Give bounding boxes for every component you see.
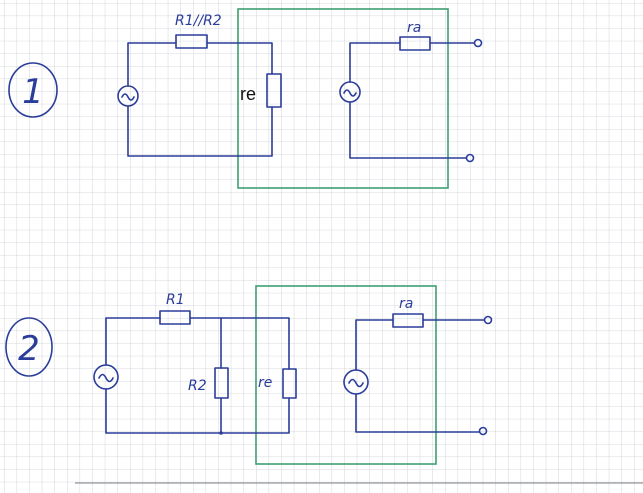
circuit-1-terminal-top	[473, 38, 483, 48]
circuit-2-junction-bottom	[219, 431, 223, 435]
circuit-2-equivalent-box	[255, 285, 437, 465]
circuit-1-ac-source-wave	[121, 93, 135, 101]
circuit-1-ra-label: ra	[407, 20, 421, 36]
circuit-2-output-source-wave	[348, 378, 364, 388]
circuit-1-series-resistor	[175, 34, 208, 49]
circuit-1-wire-bottom	[127, 105, 273, 157]
circuit-1-equivalent-box	[237, 8, 449, 189]
circuit-1-series-resistor-label: R1//R2	[175, 13, 222, 29]
circuit-2-wire-top-left	[105, 317, 161, 366]
circuit-1-wire-top-right	[206, 42, 273, 75]
circuit-1-output-wire-bottom	[349, 101, 467, 159]
circuit-2-wire-bottom	[105, 388, 290, 434]
circuit-1: 1 R1//R2 re ra	[8, 8, 483, 189]
circuit-1-wire-top-left	[127, 42, 177, 87]
circuit-2-terminal-bottom	[478, 426, 488, 436]
circuit-2: 2 R1 R2 re ra	[5, 285, 493, 465]
circuit-2-number-circle	[5, 317, 53, 377]
circuit-2-output-wire-top	[355, 319, 394, 371]
circuit-1-number-circle	[8, 62, 58, 118]
circuit-2-ac-source-wave	[98, 373, 114, 383]
circuit-1-number: 1	[22, 72, 44, 112]
circuit-2-re-label: re	[258, 375, 272, 391]
circuit-2-r1-label: R1	[166, 292, 185, 308]
circuit-1-output-source-wave	[343, 89, 357, 97]
circuit-1-re-label: re	[240, 84, 256, 104]
circuit-2-r2-label: R2	[188, 378, 207, 394]
circuit-1-re-resistor	[266, 73, 282, 108]
circuit-2-wire-top-right	[189, 317, 290, 370]
circuit-2-ra-label: ra	[399, 296, 413, 312]
circuit-2-output-wire-bottom	[355, 393, 480, 433]
circuit-1-terminal-bottom	[465, 153, 475, 163]
circuit-2-number: 2	[18, 329, 40, 369]
circuit-2-terminal-top	[483, 315, 493, 325]
circuit-1-output-wire-top	[349, 42, 401, 83]
